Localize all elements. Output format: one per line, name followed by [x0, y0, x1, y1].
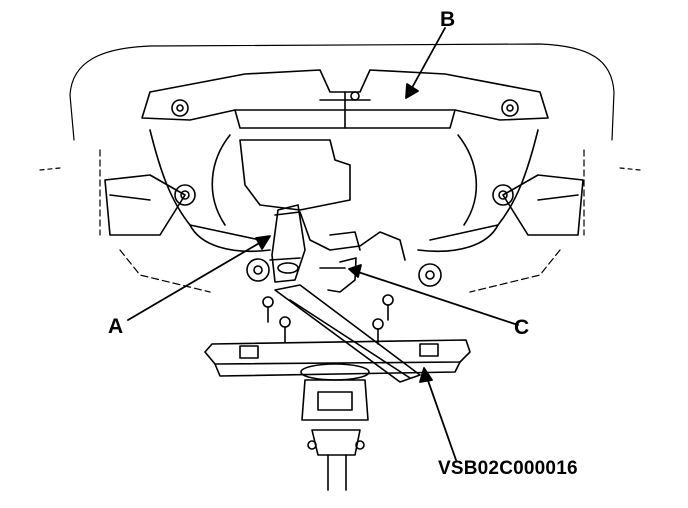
subframe-side-members: [149, 129, 539, 287]
callout-label-b: B: [440, 8, 456, 31]
arrowhead-b: [405, 83, 419, 99]
vehicle-body-outline: [39, 43, 641, 293]
leader-line-code: [424, 371, 457, 461]
bolt: [372, 318, 384, 345]
harness-clip: [319, 257, 357, 293]
leader-line-c: [351, 269, 519, 326]
front-cross-member: [141, 69, 549, 129]
leader-line-a: [127, 237, 269, 321]
bolt: [279, 316, 291, 343]
mount-bracket: [269, 204, 306, 283]
callout-label-a: A: [108, 315, 124, 338]
mounting-bolts: [262, 294, 394, 345]
bolt: [262, 296, 274, 323]
engine-outline: [239, 139, 406, 261]
leader-line-b: [407, 27, 446, 96]
subframe-adapter: [204, 284, 471, 383]
callout-label-c: C: [514, 316, 530, 339]
lower-control-arms: [104, 174, 584, 236]
arrowhead-a: [255, 235, 271, 250]
transmission-jack: [300, 363, 370, 491]
arrowhead-c: [348, 264, 362, 278]
bolt: [382, 294, 394, 321]
arrowhead-code: [419, 367, 433, 383]
figure-code: VSB02C000016: [438, 458, 578, 479]
leader-lines: [127, 27, 519, 461]
